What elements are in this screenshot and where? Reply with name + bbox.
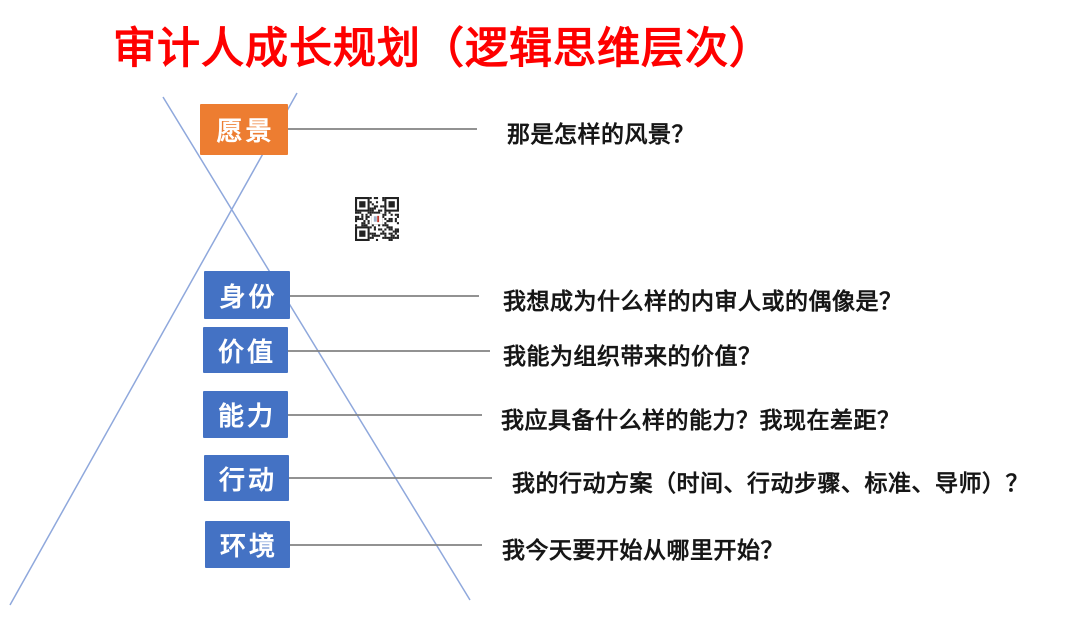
question-environment: 我今天要开始从哪里开始？ — [502, 537, 784, 563]
level-box-environment: 环境 — [205, 521, 290, 568]
level-box-value: 价值 — [203, 327, 288, 373]
page-title: 审计人成长规划（逻辑思维层次） — [113, 25, 773, 73]
question-ability: 我应具备什么样的能力？我现在差距？ — [501, 407, 901, 433]
qr-finder-patterns — [355, 197, 399, 241]
level-box-identity: 身份 — [204, 271, 290, 319]
question-vision: 那是怎样的风景？ — [507, 121, 695, 147]
level-box-vision: 愿景 — [200, 104, 288, 155]
question-action: 我的行动方案（时间、行动步骤、标准、导师）？ — [512, 470, 1029, 496]
level-box-action: 行动 — [204, 455, 289, 501]
diagonal-line-left-to-right — [162, 96, 471, 601]
pyramid-x-shape — [9, 92, 471, 606]
diagonal-line-right-to-left — [9, 92, 298, 606]
qr-code-icon — [355, 197, 399, 241]
question-identity: 我想成为什么样的内审人或的偶像是？ — [503, 288, 903, 314]
qr-center-logo — [371, 213, 383, 225]
question-value: 我能为组织带来的价值？ — [503, 343, 762, 369]
connector-lines — [288, 128, 492, 546]
level-box-ability: 能力 — [203, 391, 288, 438]
